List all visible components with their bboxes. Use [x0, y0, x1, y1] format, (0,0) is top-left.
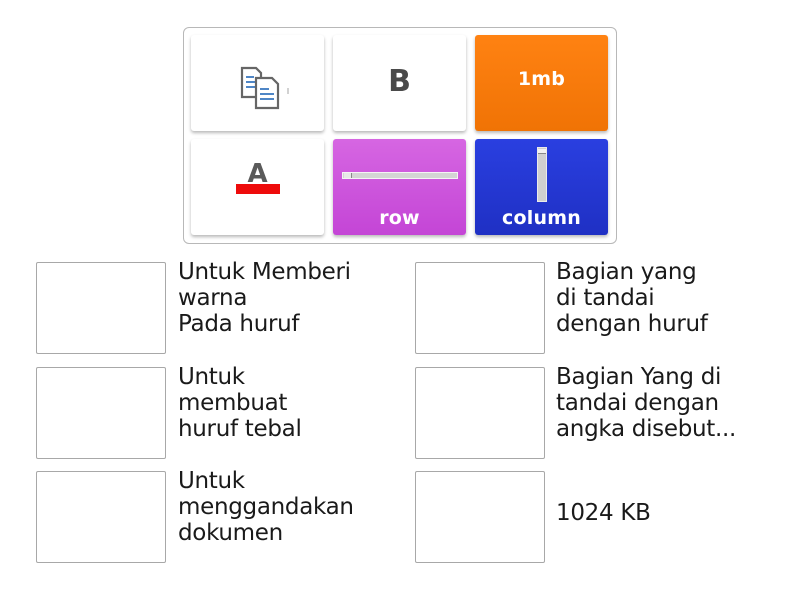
tile-copy[interactable]	[191, 35, 324, 131]
tile-bold[interactable]: B	[333, 35, 466, 131]
vertical-scrollbar-icon	[537, 147, 547, 202]
tile-bold-face: B	[340, 42, 459, 123]
tile-font-color-face: A	[198, 146, 317, 227]
drop-zone-4[interactable]	[415, 367, 545, 459]
bold-icon: B	[388, 64, 411, 99]
drop-zone-3[interactable]	[36, 367, 166, 459]
drop-zone-2[interactable]	[415, 262, 545, 354]
tile-column[interactable]: column	[475, 139, 608, 235]
tile-row[interactable]: row	[333, 139, 466, 235]
tile-tray: B 1mb A row column	[183, 27, 617, 244]
font-color-underline	[235, 184, 280, 194]
font-color-icon: A	[198, 160, 317, 194]
tile-row-label: row	[379, 207, 420, 229]
answer-text-3: Untuk membuat huruf tebal	[178, 364, 302, 442]
tile-font-color[interactable]: A	[191, 139, 324, 235]
answer-text-1: Untuk Memberi warna Pada huruf	[178, 259, 351, 337]
scrollbar-thumb	[344, 173, 352, 178]
tile-copy-face	[198, 42, 317, 123]
answer-text-2: Bagian yang di tandai dengan huruf	[556, 259, 708, 337]
scrollbar-thumb	[538, 149, 546, 154]
font-color-letter: A	[247, 159, 268, 189]
copy-icon	[240, 66, 289, 110]
answer-text-6: 1024 KB	[556, 500, 651, 526]
tile-column-label: column	[502, 207, 581, 229]
drop-zone-1[interactable]	[36, 262, 166, 354]
tile-1mb-label: 1mb	[517, 68, 566, 90]
tile-1mb[interactable]: 1mb	[475, 35, 608, 131]
drop-zone-5[interactable]	[36, 471, 166, 563]
horizontal-scrollbar-icon	[342, 172, 458, 179]
drop-zone-6[interactable]	[415, 471, 545, 563]
answer-text-5: Untuk menggandakan dokumen	[178, 468, 354, 546]
answer-text-4: Bagian Yang di tandai dengan angka diseb…	[556, 364, 737, 442]
